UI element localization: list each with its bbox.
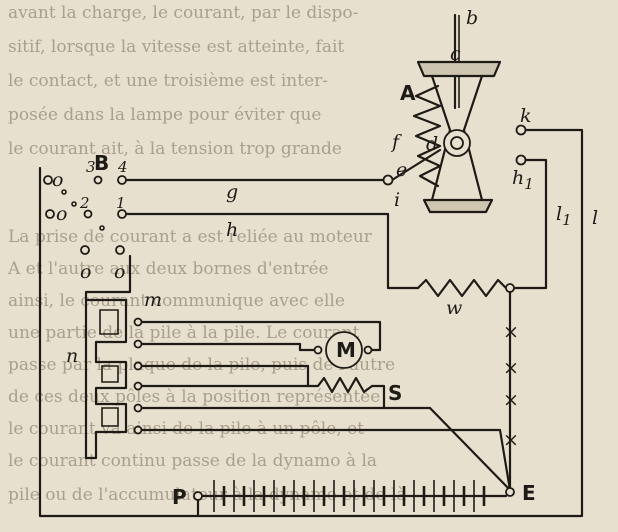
label-b: b: [466, 7, 478, 29]
label-o: o: [56, 203, 67, 225]
x-mark: ×: [503, 389, 519, 411]
switch-terminal-ob: [45, 209, 55, 219]
resistor-w: [416, 278, 512, 298]
background-text-line: avant la charge, le courant, par le disp…: [8, 3, 359, 23]
tap-terminal: [133, 317, 143, 327]
wire-to-e: [428, 406, 512, 492]
switch-terminal-c: [80, 245, 90, 255]
terminal-k: [515, 124, 527, 136]
terminal-P: [193, 491, 203, 501]
background-text-line: le courant ait, à la tension trop grande: [8, 139, 342, 159]
background-text-line: le courant continu passe de la dynamo à …: [8, 451, 378, 471]
background-text-line: posée dans la lampe pour éviter que: [8, 105, 322, 125]
motor-M: [325, 331, 363, 369]
motor-terminal: [363, 345, 373, 355]
label-k: k: [520, 105, 532, 127]
motor-terminal: [313, 345, 323, 355]
label-o: o: [114, 261, 125, 283]
background-text-line: une partie de la pile à la pile. Le cour…: [8, 323, 360, 343]
rheostat-n-inner: [99, 309, 119, 427]
background-text-line: sitif, lorsque la vitesse est atteinte, …: [8, 37, 345, 57]
contact-arm: [390, 148, 442, 182]
label-A: A: [400, 81, 416, 105]
wire-h1-l1: [508, 158, 548, 290]
terminal-E: [505, 487, 515, 497]
label-g: g: [226, 181, 238, 203]
label-d: d: [426, 133, 438, 155]
wire-m: [84, 254, 132, 302]
label-3: 3: [86, 158, 96, 176]
outer-frame-wire: [38, 128, 584, 518]
label-c: c: [450, 43, 461, 65]
label-1: 1: [116, 194, 126, 212]
switch-terminal-4: [117, 175, 127, 185]
motor-wire: [288, 320, 382, 352]
tap-terminal: [133, 403, 143, 413]
label-E: E: [522, 481, 536, 505]
switch-terminal-oa: [43, 175, 53, 185]
governor-hub-center: [450, 136, 464, 150]
label-w: w: [446, 297, 462, 319]
terminal-h1: [515, 154, 527, 166]
label-S: S: [388, 381, 402, 405]
label-o: o: [80, 261, 91, 283]
background-text-line: ainsi, le courant communique avec elle: [8, 291, 345, 311]
label-n: n: [66, 345, 78, 367]
resistor-s-wire: [306, 364, 386, 410]
switch-dot: [99, 225, 105, 231]
x-mark: ×: [503, 357, 519, 379]
label-2: 2: [79, 194, 90, 212]
label-M: M: [336, 338, 356, 362]
switch-dot: [61, 189, 67, 195]
governor-coil: [412, 84, 442, 188]
tap-terminal: [133, 425, 143, 435]
switch-terminal-2: [83, 209, 93, 219]
governor-body: [430, 74, 484, 202]
switch-terminal-1: [117, 209, 127, 219]
label-o: o: [52, 169, 63, 191]
junction-w: [505, 283, 515, 293]
background-text-line: le contact, et une troisième est inter-: [8, 71, 328, 91]
x-mark: ×: [503, 321, 519, 343]
wire-h: [124, 212, 420, 290]
switch-terminal-3: [93, 175, 103, 185]
x-mark: ×: [503, 429, 519, 451]
label-B: B: [94, 151, 109, 175]
rheostat-n-coil: [84, 298, 128, 460]
governor-cap: [416, 60, 502, 78]
label-i: i: [394, 189, 400, 211]
background-text-line: de ces deux pôles à la position représen…: [8, 387, 381, 407]
battery-P: [213, 480, 486, 512]
background-text-line: A et l'autre aux deux bornes d'entrée: [8, 259, 329, 279]
label-4: 4: [117, 158, 128, 176]
label-e: e: [396, 159, 407, 181]
terminal-e: [382, 174, 394, 186]
background-text-line: La prise de courant a est reliée au mote…: [8, 227, 372, 247]
switch-terminal-d: [115, 245, 125, 255]
tap-terminal: [133, 381, 143, 391]
label-h: h: [226, 219, 238, 241]
tap-terminal: [133, 339, 143, 349]
governor-base: [422, 198, 494, 214]
label-h1: h1: [512, 167, 534, 193]
label-l1: l1: [556, 203, 572, 229]
label-f: f: [390, 131, 402, 153]
tap-terminal: [133, 361, 143, 371]
switch-dot: [71, 201, 77, 207]
label-m: m: [144, 289, 162, 311]
label-l: l: [592, 207, 598, 229]
label-P: P: [172, 485, 187, 509]
